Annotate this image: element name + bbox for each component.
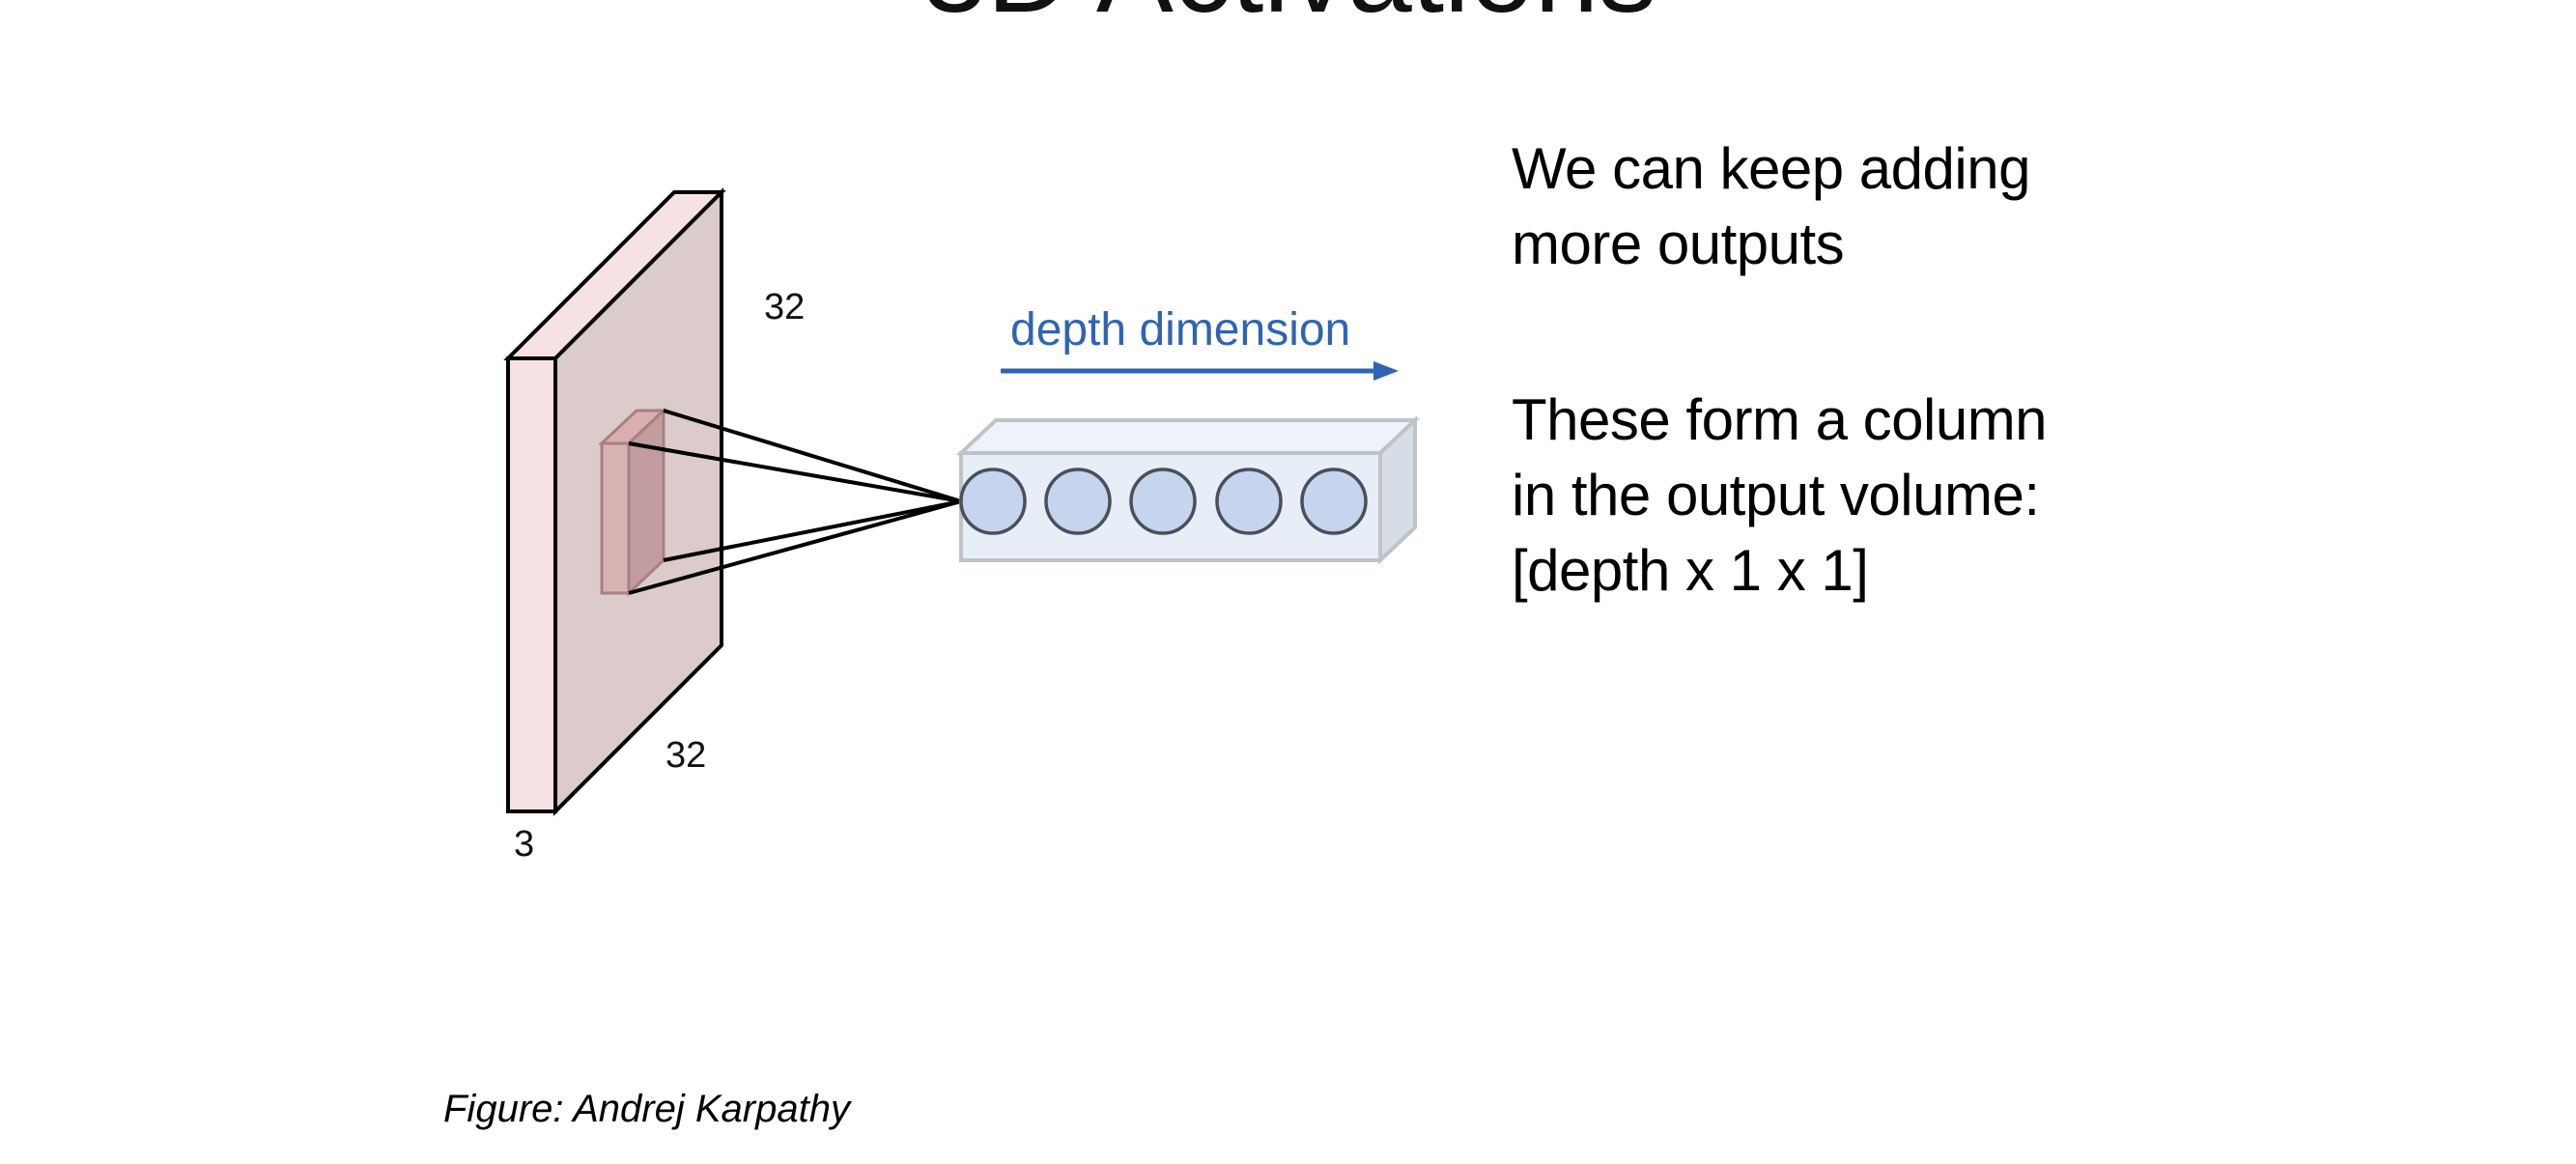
text-line: We can keep adding xyxy=(1512,136,2030,201)
depth-arrow-icon xyxy=(1001,361,1399,381)
depth-dimension-label: depth dimension xyxy=(1010,304,1350,355)
input-width-label: 32 xyxy=(665,735,706,776)
neuron xyxy=(1215,468,1283,535)
paragraph-column: These form a column in the output volume… xyxy=(1512,383,2048,609)
input-volume-front xyxy=(506,356,557,813)
text-line: more outputs xyxy=(1512,212,1845,276)
text-line: [depth x 1 x 1] xyxy=(1512,538,1869,603)
input-depth-label: 3 xyxy=(514,824,534,865)
neuron xyxy=(959,468,1027,535)
slide-title: 3D Activations xyxy=(922,0,1656,37)
output-column xyxy=(955,415,1421,565)
neuron xyxy=(1129,468,1197,535)
text-line: in the output volume: xyxy=(1512,463,2040,527)
text-line: These form a column xyxy=(1512,387,2048,452)
input-height-label: 32 xyxy=(764,287,805,327)
figure-caption: Figure: Andrej Karpathy xyxy=(443,1088,850,1130)
neuron xyxy=(1044,468,1112,535)
neuron xyxy=(1300,468,1368,535)
paragraph-more-outputs: We can keep adding more outputs xyxy=(1512,131,2030,282)
connection-lines xyxy=(628,409,962,595)
filter-receptive-field xyxy=(598,407,667,597)
